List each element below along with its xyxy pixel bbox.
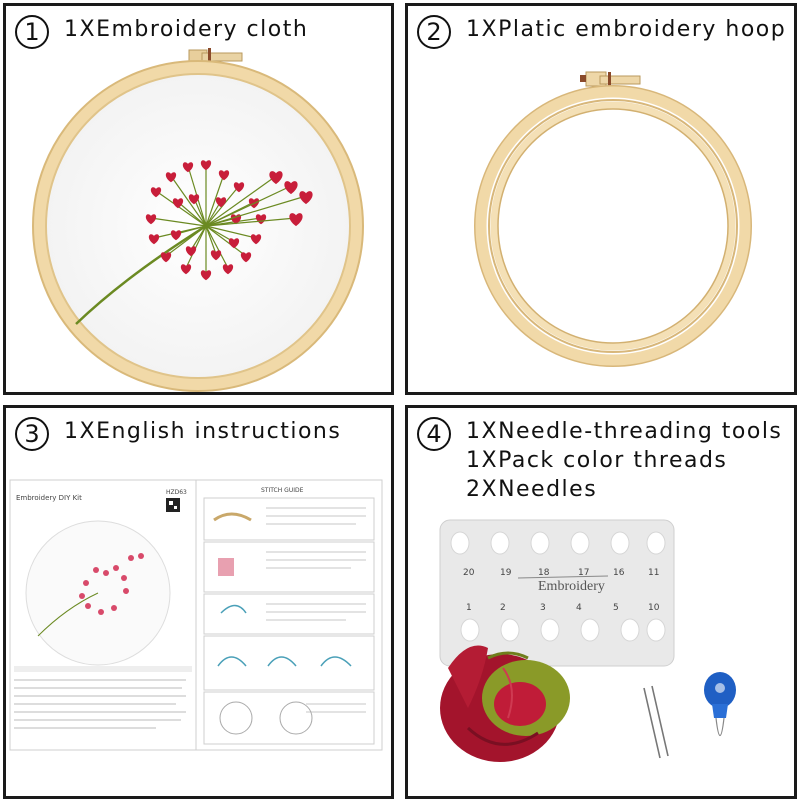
flower-stem-line	[205, 175, 277, 227]
flower-stem-line	[150, 217, 207, 227]
card-number: 3	[540, 603, 546, 613]
panel-plastic-hoop: 2 1XPlatic embroidery hoop	[405, 3, 797, 395]
item-label: 1XEnglish instructions	[64, 419, 342, 444]
flower-stem-line	[205, 195, 307, 227]
sheet-title: Embroidery DIY Kit	[16, 494, 82, 502]
card-number: 19	[500, 568, 512, 578]
flower-stem-line	[155, 190, 207, 227]
heart-petal	[172, 198, 184, 209]
card-number: 17	[578, 568, 589, 578]
heart-petal	[160, 252, 172, 263]
step-number-badge: 2	[417, 15, 451, 49]
needle-threader-tool	[704, 672, 736, 737]
item-label: 1XEmbroidery cloth	[64, 17, 309, 42]
guide-title: STITCH GUIDE	[261, 487, 304, 494]
heart-petal	[180, 264, 192, 275]
flower-stem-line	[190, 225, 207, 251]
flower-stem-line	[170, 175, 207, 227]
heart-petal	[148, 234, 160, 245]
color-threads	[440, 645, 570, 762]
flower-stem-line	[205, 173, 225, 227]
item-label: 1XNeedle-threading tools	[466, 419, 783, 444]
kit-code: HZD63	[166, 489, 187, 496]
needles	[643, 685, 669, 759]
heart-petal	[200, 270, 212, 281]
panel-tools-threads-needles: Embroidery 20 19 18 17 16 11 1 2 3 4 5 1…	[405, 405, 797, 799]
heart-petal	[299, 191, 313, 205]
card-number: 16	[613, 568, 625, 578]
embroidery-cloth-image	[32, 48, 364, 392]
heart-petal	[182, 162, 194, 173]
flower-stem-line	[165, 225, 207, 257]
flower-stem-line	[185, 225, 207, 269]
step-number-badge: 4	[417, 417, 451, 451]
card-number: 10	[648, 603, 660, 613]
heart-petal	[233, 182, 245, 193]
dandelion-heart-embroidery	[145, 160, 313, 281]
flower-stem-line	[205, 225, 257, 239]
step-number-badge: 3	[15, 417, 49, 451]
item-label-list: 1XNeedle-threading tools 1XPack color th…	[466, 417, 782, 504]
card-number: 2	[500, 603, 506, 613]
flower-stem-line	[177, 201, 207, 227]
heart-petal	[150, 187, 162, 198]
heart-petal	[222, 264, 234, 275]
heart-petal	[289, 213, 303, 227]
embroidery-hoop-image	[474, 71, 752, 367]
flower-stem-line	[205, 217, 297, 227]
heart-petal	[240, 252, 252, 263]
flower-stem-line	[205, 225, 247, 257]
panel-embroidery-cloth: 1 1XEmbroidery cloth	[3, 3, 394, 395]
card-number: 18	[538, 568, 550, 578]
tools-threads-needles-image: Embroidery 20 19 18 17 16 11 1 2 3 4 5 1…	[439, 519, 736, 762]
heart-petal	[228, 238, 240, 249]
card-number: 11	[648, 568, 659, 578]
heart-petal	[145, 214, 157, 225]
heart-petal	[215, 197, 227, 208]
card-number: 5	[613, 603, 619, 613]
heart-petal	[170, 230, 182, 241]
flower-stem-line	[205, 225, 229, 269]
heart-petal	[200, 160, 212, 171]
card-number: 1	[466, 603, 472, 613]
heart-petal	[165, 172, 177, 183]
instruction-sheets-image: Embroidery DIY Kit HZD63 STITCH GUIDE	[9, 479, 383, 751]
panel-english-instructions: Embroidery DIY Kit HZD63 STITCH GUIDE	[3, 405, 394, 799]
card-number: 20	[463, 568, 475, 578]
step-number-badge: 1	[15, 15, 49, 49]
heart-petal	[210, 250, 222, 261]
item-label: 2XNeedles	[466, 477, 598, 502]
flower-stem-line	[205, 185, 292, 227]
card-brand-label: Embroidery	[538, 579, 605, 594]
heart-petal	[185, 246, 197, 257]
heart-petal	[188, 194, 200, 205]
item-label: 1XPlatic embroidery hoop	[466, 17, 787, 42]
item-label: 1XPack color threads	[466, 448, 728, 473]
card-number: 4	[576, 603, 582, 613]
heart-petal	[269, 171, 283, 185]
thread-organizer-card	[439, 519, 675, 667]
heart-petal	[250, 234, 262, 245]
flower-stem-line	[205, 225, 217, 255]
heart-petal	[284, 181, 298, 195]
heart-petal	[218, 170, 230, 181]
